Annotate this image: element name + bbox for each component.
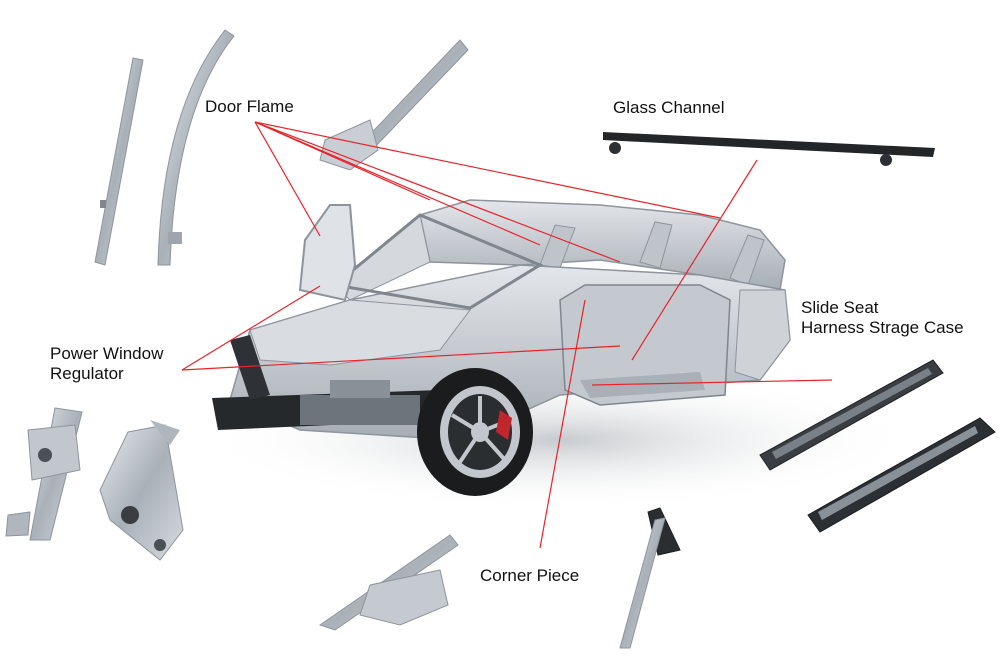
power-window-label-line2: Regulator xyxy=(50,364,124,383)
power-window-label-line1: Power Window xyxy=(50,344,164,363)
power-window-regulator-a xyxy=(5,407,83,541)
slide-seat-label: Slide Seat Harness Strage Case xyxy=(801,298,964,338)
leader-lines xyxy=(181,121,833,549)
front-wheel xyxy=(417,368,533,496)
slide-seat-label-line1: Slide Seat xyxy=(801,298,879,317)
slide-seat-rail-b xyxy=(807,417,996,533)
power-window-label: Power Window Regulator xyxy=(50,344,163,384)
glass-channel-label-text: Glass Channel xyxy=(613,98,725,117)
glass-channel-part xyxy=(603,132,935,166)
slide-seat-rail-a xyxy=(759,359,944,471)
corner-piece-label: Corner Piece xyxy=(480,566,579,586)
power-window-regulator-b xyxy=(99,420,184,561)
door-frame-label: Door Flame xyxy=(205,97,294,117)
slide-seat-label-line2: Harness Strage Case xyxy=(801,318,964,337)
corner-piece-triangle xyxy=(619,507,681,649)
door-frame-label-text: Door Flame xyxy=(205,97,294,116)
corner-piece-label-text: Corner Piece xyxy=(480,566,580,585)
door-frame-rail-curved xyxy=(157,29,235,266)
door-frame-rail-straight xyxy=(94,57,144,266)
corner-piece-panel xyxy=(318,534,459,631)
glass-channel-label: Glass Channel xyxy=(613,98,725,118)
